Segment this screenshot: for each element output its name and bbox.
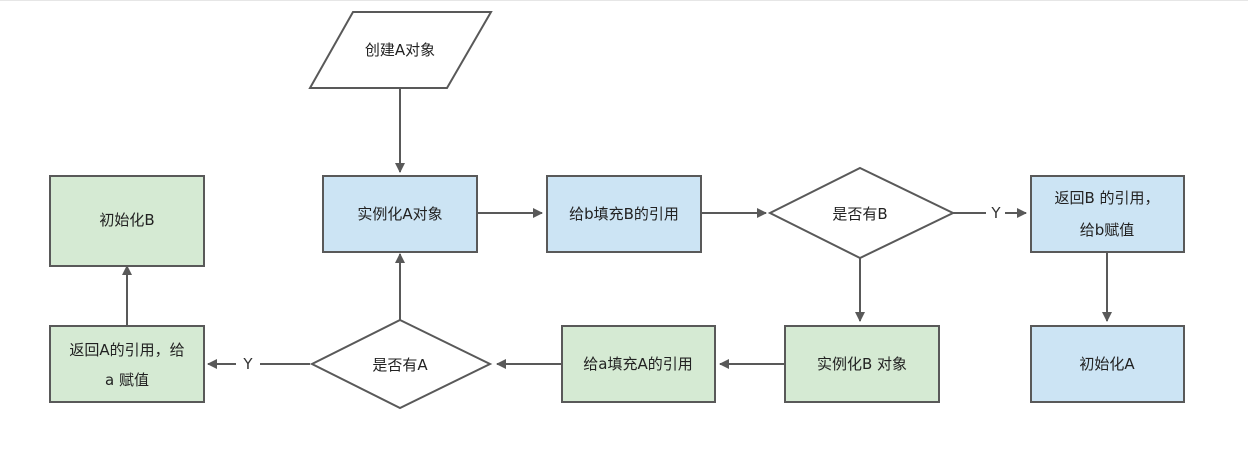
node-return-b-label-line2: 给b赋值 — [1080, 221, 1135, 239]
node-init-b: 初始化B — [49, 175, 205, 267]
node-has-b: 是否有B — [767, 166, 956, 260]
node-create-a: 创建A对象 — [308, 11, 493, 89]
process-box — [1030, 325, 1185, 403]
node-create-a-label: 创建A对象 — [365, 41, 435, 59]
process-box — [322, 175, 478, 253]
node-return-a-label-line2: a 赋值 — [105, 371, 149, 389]
node-instantiate-b-label: 实例化B 对象 — [817, 355, 907, 373]
node-has-a: 是否有A — [309, 318, 493, 410]
decision-diamond — [767, 166, 956, 260]
node-fill-a-ref-label: 给a填充A的引用 — [583, 355, 692, 373]
node-init-a: 初始化A — [1030, 325, 1185, 403]
node-return-a: 返回A的引用，给 a 赋值 — [49, 325, 205, 403]
node-init-a-label: 初始化A — [1079, 355, 1135, 373]
process-box — [784, 325, 940, 403]
node-return-b-label-line1: 返回B 的引用， — [1054, 189, 1159, 207]
node-fill-b-ref: 给b填充B的引用 — [546, 175, 702, 253]
node-instantiate-a: 实例化A对象 — [322, 175, 478, 253]
process-box — [561, 325, 716, 403]
node-instantiate-a-label: 实例化A对象 — [357, 205, 442, 223]
process-box — [546, 175, 702, 253]
node-has-b-label: 是否有B — [832, 205, 887, 223]
node-init-b-label: 初始化B — [99, 211, 154, 229]
process-box — [49, 325, 205, 403]
node-instantiate-b: 实例化B 对象 — [784, 325, 940, 403]
decision-diamond — [309, 318, 493, 410]
parallelogram-shape — [308, 11, 493, 89]
process-box — [49, 175, 205, 267]
node-fill-b-ref-label: 给b填充B的引用 — [569, 205, 679, 223]
has-a-yes-label: Y — [242, 355, 253, 373]
node-has-a-label: 是否有A — [372, 356, 428, 374]
node-return-a-label-line1: 返回A的引用，给 — [69, 341, 184, 359]
node-return-b: 返回B 的引用， 给b赋值 — [1030, 175, 1185, 253]
has-b-yes-label: Y — [990, 204, 1001, 222]
node-fill-a-ref: 给a填充A的引用 — [561, 325, 716, 403]
process-box — [1030, 175, 1185, 253]
edges — [122, 88, 1112, 369]
top-divider — [0, 0, 1248, 1]
